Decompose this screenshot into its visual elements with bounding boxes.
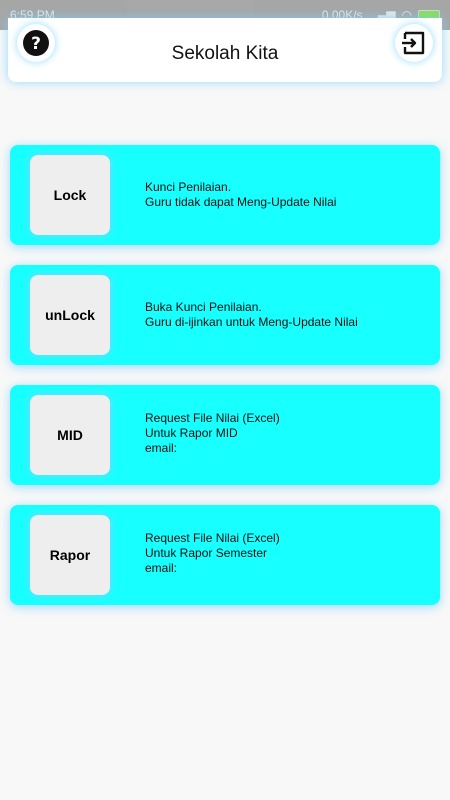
help-button[interactable]: ? <box>17 24 55 62</box>
card-description: Kunci Penilaian. Guru tidak dapat Meng-U… <box>145 180 336 210</box>
description-line: Request File Nilai (Excel) <box>145 411 280 425</box>
card-description: Request File Nilai (Excel) Untuk Rapor M… <box>145 411 280 456</box>
menu-cards: Lock Kunci Penilaian. Guru tidak dapat M… <box>10 145 440 625</box>
unlock-button[interactable]: unLock <box>30 275 110 355</box>
description-line: Untuk Rapor MID <box>145 426 238 440</box>
svg-text:?: ? <box>31 34 41 54</box>
mid-button[interactable]: MID <box>30 395 110 475</box>
logout-button[interactable] <box>395 24 433 62</box>
description-line: Buka Kunci Penilaian. <box>145 300 262 314</box>
logout-icon <box>402 31 425 55</box>
description-line: email: <box>145 441 178 455</box>
card-mid: MID Request File Nilai (Excel) Untuk Rap… <box>10 385 440 485</box>
card-unlock: unLock Buka Kunci Penilaian. Guru di-iji… <box>10 265 440 365</box>
rapor-button[interactable]: Rapor <box>30 515 110 595</box>
wifi-icon: ◠ <box>401 8 412 22</box>
description-line: Guru di-ijinkan untuk Meng-Update Nilai <box>145 315 358 329</box>
lock-button[interactable]: Lock <box>30 155 110 235</box>
card-description: Request File Nilai (Excel) Untuk Rapor S… <box>145 531 280 576</box>
description-line: Kunci Penilaian. <box>145 180 232 194</box>
page-title: Sekolah Kita <box>171 43 279 64</box>
app-header: ? Sekolah Kita <box>8 18 442 82</box>
description-line: Guru tidak dapat Meng-Update Nilai <box>145 195 337 209</box>
card-description: Buka Kunci Penilaian. Guru di-ijinkan un… <box>145 300 358 330</box>
description-line: Untuk Rapor Semester <box>145 546 268 560</box>
card-lock: Lock Kunci Penilaian. Guru tidak dapat M… <box>10 145 440 245</box>
card-rapor: Rapor Request File Nilai (Excel) Untuk R… <box>10 505 440 605</box>
help-icon: ? <box>23 30 49 56</box>
description-line: Request File Nilai (Excel) <box>145 531 280 545</box>
description-line: email: <box>145 561 178 575</box>
